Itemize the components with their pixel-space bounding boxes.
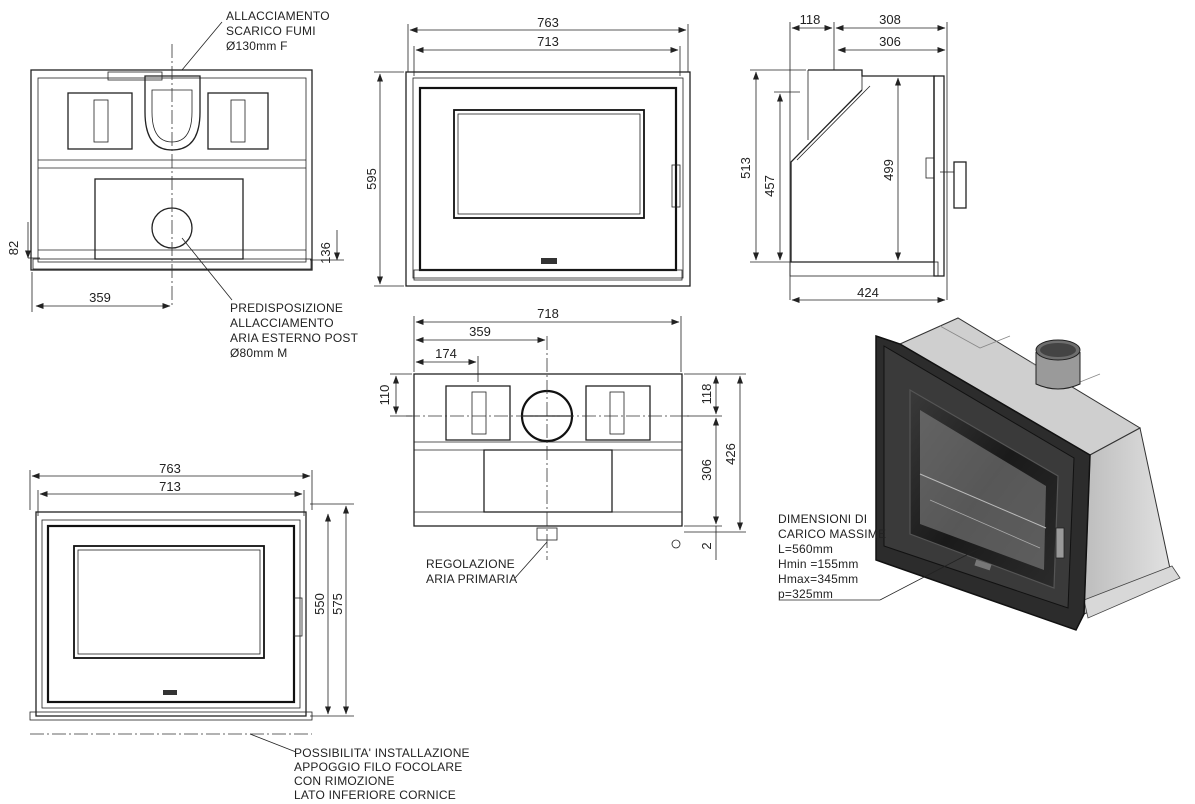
dim-763-front-top: 763	[537, 15, 559, 30]
dim-174: 174	[435, 346, 457, 361]
note-load-line1: DIMENSIONI DI	[778, 512, 867, 526]
note-load-line3: L=560mm	[778, 542, 833, 556]
note-load-line2: CARICO MASSIME	[778, 527, 886, 541]
note-install-line4: LATO INFERIORE CORNICE	[294, 788, 456, 802]
dim-457: 457	[762, 175, 777, 197]
dim-359-rear: 359	[89, 290, 111, 305]
note-flue-line2: SCARICO FUMI	[226, 24, 316, 38]
note-primary-line1: REGOLAZIONE	[426, 557, 515, 571]
dim-499: 499	[881, 159, 896, 181]
dim-136: 136	[318, 242, 333, 264]
note-install-line3: CON RIMOZIONE	[294, 774, 395, 788]
dim-306-top: 306	[699, 459, 714, 481]
dim-82: 82	[6, 241, 21, 255]
dim-713-front-bottom: 713	[159, 479, 181, 494]
dim-306-side: 306	[879, 34, 901, 49]
dim-118-top: 118	[699, 384, 714, 405]
note-load-line4: Hmin =155mm	[778, 557, 859, 571]
dim-110: 110	[377, 385, 392, 406]
dim-424: 424	[857, 285, 879, 300]
dim-513: 513	[738, 157, 753, 179]
front-view-bottom: 763 713 550 575	[29, 461, 354, 753]
dim-713-front-top: 713	[537, 34, 559, 49]
note-load-line6: p=325mm	[778, 587, 833, 601]
note-flue-line3: Ø130mm F	[226, 39, 288, 53]
dim-763-front-bottom: 763	[159, 461, 181, 476]
note-air-line4: Ø80mm M	[230, 346, 287, 360]
isometric-3d-view	[780, 317, 1181, 631]
dim-718: 718	[537, 306, 559, 321]
dim-550: 550	[312, 593, 327, 615]
note-air-line3: ARIA ESTERNO POST	[230, 331, 359, 345]
top-view: 718 359 174 110 118 306 426	[377, 306, 746, 579]
dim-426: 426	[723, 443, 738, 465]
note-flue-line1: ALLACCIAMENTO	[226, 9, 330, 23]
dim-308: 308	[879, 12, 901, 27]
note-primary-line2: ARIA PRIMARIA	[426, 572, 517, 586]
dim-595: 595	[364, 168, 379, 190]
note-air-line2: ALLACCIAMENTO	[230, 316, 334, 330]
rear-view: 82 136 359	[6, 21, 344, 312]
note-air-line1: PREDISPOSIZIONE	[230, 301, 343, 315]
dim-118-side: 118	[800, 12, 821, 27]
dim-359-top: 359	[469, 324, 491, 339]
note-install-line1: POSSIBILITA' INSTALLAZIONE	[294, 746, 470, 760]
note-install-line2: APPOGGIO FILO FOCOLARE	[294, 760, 462, 774]
front-view-top: 763 713 595	[364, 15, 691, 287]
dim-2: 2	[699, 542, 714, 549]
note-load-line5: Hmax=345mm	[778, 572, 858, 586]
side-view: 118 308 306 513 457 499 424	[738, 12, 967, 303]
dim-575: 575	[330, 593, 345, 615]
